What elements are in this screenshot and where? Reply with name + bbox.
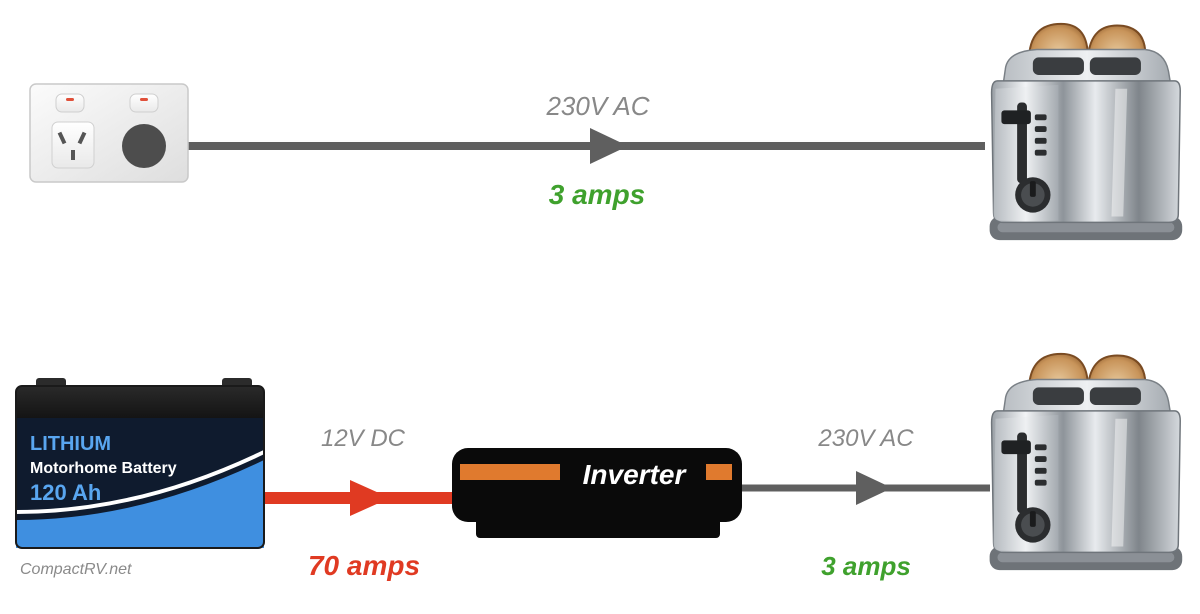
top-voltage-label: 230V AC xyxy=(545,91,649,121)
inverter-icon xyxy=(452,448,742,538)
flow-arrow-top xyxy=(590,128,628,164)
watermark: CompactRV.net xyxy=(20,561,132,578)
battery-icon xyxy=(15,378,265,549)
flow-arrow-ac-bottom xyxy=(856,471,892,505)
inverter-label: Inverter xyxy=(583,459,688,490)
dc-voltage-label: 12V DC xyxy=(321,425,406,452)
wall-outlet-icon xyxy=(29,83,189,183)
dc-current-label: 70 amps xyxy=(308,550,420,581)
battery-line-2: Motorhome Battery xyxy=(30,460,177,477)
ac-voltage-label-bottom: 230V AC xyxy=(817,425,914,452)
battery-line-3: 120 Ah xyxy=(30,480,101,505)
battery-line-1: LITHIUM xyxy=(30,433,111,455)
ac-current-label-bottom: 3 amps xyxy=(821,551,911,581)
toaster-icon-bottom xyxy=(988,352,1184,572)
flow-arrow-dc xyxy=(350,480,390,516)
toaster-icon xyxy=(988,22,1184,242)
top-current-label: 3 amps xyxy=(549,179,646,210)
